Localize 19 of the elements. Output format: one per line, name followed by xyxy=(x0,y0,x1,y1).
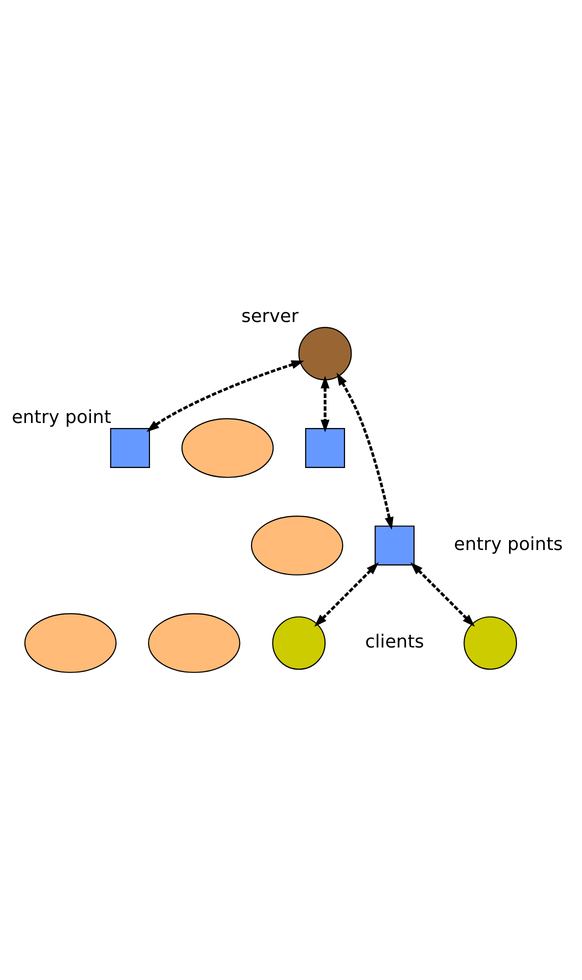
arrow xyxy=(320,376,330,432)
arrow xyxy=(146,360,304,432)
label: clients xyxy=(365,632,424,653)
arrow xyxy=(314,562,379,627)
node-label: entry point xyxy=(12,407,112,428)
node-cloud xyxy=(148,613,240,673)
node-cloud xyxy=(250,516,344,576)
node-label: server xyxy=(241,306,299,328)
node-cloud xyxy=(181,418,274,478)
node-cloud xyxy=(24,613,117,673)
arrow xyxy=(336,372,394,530)
node-circle xyxy=(298,326,352,380)
label: entry points xyxy=(454,534,563,556)
node-box xyxy=(110,428,150,468)
node-box xyxy=(374,526,415,566)
arrow xyxy=(410,562,475,627)
node-box xyxy=(305,428,346,468)
node-circle xyxy=(272,616,326,670)
node-circle xyxy=(464,616,518,670)
